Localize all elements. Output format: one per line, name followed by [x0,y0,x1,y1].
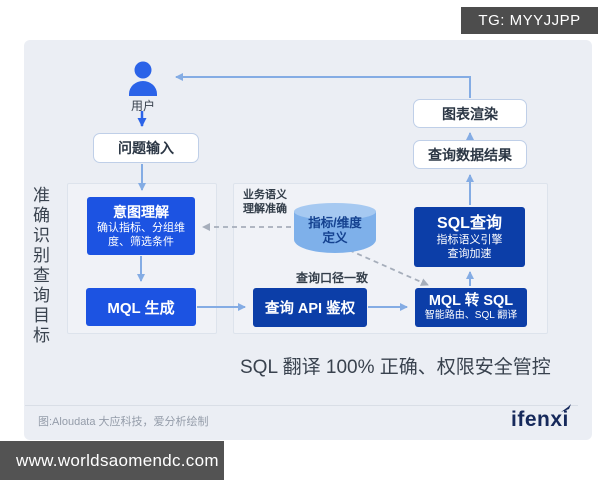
tg-contact-badge: TG: MYYJJPP [461,7,598,34]
metric-store-line2: 定义 [322,231,348,245]
business-semantic-note: 业务语义 理解准确 [243,188,287,216]
metric-store-line1: 指标/维度 [308,216,362,230]
query-api-auth-node: 查询 API 鉴权 [253,288,367,327]
mql-to-sql-node: MQL 转 SQL 智能路由、SQL 翻译 [415,288,527,327]
query-caliber-note: 查询口径一致 [296,271,369,285]
database-cylinder-lid [294,203,376,220]
chart-render-node: 图表渲染 [413,99,527,128]
metric-dimension-datastore: 指标/维度 定义 [294,203,376,253]
intent-sub-line2: 度、筛选条件 [108,235,174,248]
sql-query-node: SQL查询 指标语义引擎 查询加速 [414,207,525,267]
sql-query-sub-line1: 指标语义引擎 [436,233,503,246]
footer-divider [25,405,578,406]
semantic-note-line2: 理解准确 [243,203,287,215]
query-data-result-node: 查询数据结果 [413,140,527,169]
source-attribution: 图:Aloudata 大应科技，爱分析绘制 [38,416,209,428]
intent-sub-line1: 确认指标、分组维 [97,221,185,234]
sql-accuracy-slogan: SQL 翻译 100% 正确、权限安全管控 [240,357,551,378]
mql-generate-node: MQL 生成 [86,288,196,326]
user-icon [129,61,157,96]
question-input-node: 问题输入 [93,133,199,163]
intent-title: 意图理解 [113,203,169,220]
ifenxi-logo-text: ifenxi [511,408,569,431]
sql-query-sub-line2: 查询加速 [447,247,492,260]
ifenxi-logo: ifenxi [511,404,571,432]
site-watermark: www.worldsaomendc.com [0,441,224,480]
semantic-note-line1: 业务语义 [243,189,287,201]
user-label: 用户 [130,99,155,113]
sql-query-title: SQL查询 [437,214,502,232]
mql-to-sql-sub: 智能路由、SQL 翻译 [424,310,518,321]
ifenxi-logo-accent-icon [560,404,571,412]
intent-understanding-node: 意图理解 确认指标、分组维 度、筛选条件 [87,197,195,255]
mql-to-sql-title: MQL 转 SQL [428,293,514,309]
accuracy-goal-label: 准确识别查询目标 [30,186,49,346]
